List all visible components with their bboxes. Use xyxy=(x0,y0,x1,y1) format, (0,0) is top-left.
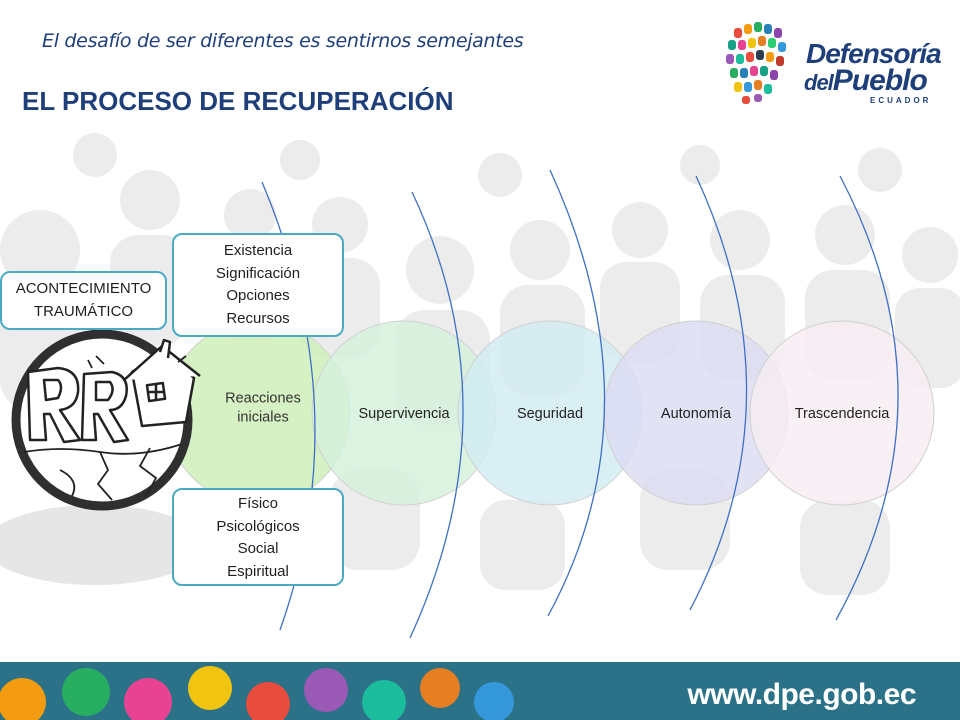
footer-bar xyxy=(0,662,960,720)
stage-label: iniciales xyxy=(237,410,289,426)
page-title: EL PROCESO DE RECUPERACIÓN xyxy=(22,86,454,116)
logo-text-line2: delPueblo xyxy=(804,64,928,98)
logo-text-del: del xyxy=(804,70,834,95)
stage-arc xyxy=(689,175,748,611)
dimensions-item: Psicológicos xyxy=(216,517,300,535)
resources-item: Opciones xyxy=(226,287,290,304)
stage-circles: Reacciones iniciales Supervivencia Segurida… xyxy=(165,320,935,506)
stage-label: Autonomía xyxy=(661,406,732,422)
logo-text-line1: Defensoría xyxy=(806,38,942,69)
stage-label: Reacciones xyxy=(225,391,301,407)
dimensions-item: Social xyxy=(237,540,279,557)
dimensions-item: Espiritual xyxy=(227,562,289,580)
event-label-line: TRAUMÁTICO xyxy=(33,302,134,320)
event-label-line: ACONTECIMIENTO xyxy=(15,280,152,297)
stage-arc xyxy=(409,191,464,639)
resources-box: Existencia Significación Opciones Recurs… xyxy=(172,233,344,337)
logo-mosaic-icon xyxy=(726,22,786,104)
resources-item: Recursos xyxy=(226,309,290,327)
footer-dots xyxy=(0,666,514,720)
dimensions-box: Físico Psicológicos Social Espiritual xyxy=(172,488,344,586)
website-url[interactable]: www.dpe.gob.ec xyxy=(687,678,916,711)
stage-label: Trascendencia xyxy=(795,406,891,422)
dimensions-item: Físico xyxy=(237,495,278,512)
resources-item: Significación xyxy=(215,264,301,282)
traumatic-event-illustration xyxy=(11,329,201,511)
organization-logo: Defensoría delPueblo ECUADOR xyxy=(720,18,950,108)
resources-item: Existencia xyxy=(223,242,293,259)
stage-arc xyxy=(835,175,899,621)
traumatic-event-label: ACONTECIMIENTO TRAUMÁTICO xyxy=(0,271,167,330)
logo-text-country: ECUADOR xyxy=(870,96,932,105)
logo-text-pueblo: Pueblo xyxy=(832,64,928,97)
stage-arc xyxy=(547,169,606,617)
stage-label: Supervivencia xyxy=(358,406,450,422)
stage-label: Seguridad xyxy=(517,406,583,422)
stage-circle xyxy=(749,320,935,506)
tagline: El desafío de ser diferentes es sentirno… xyxy=(42,30,524,52)
